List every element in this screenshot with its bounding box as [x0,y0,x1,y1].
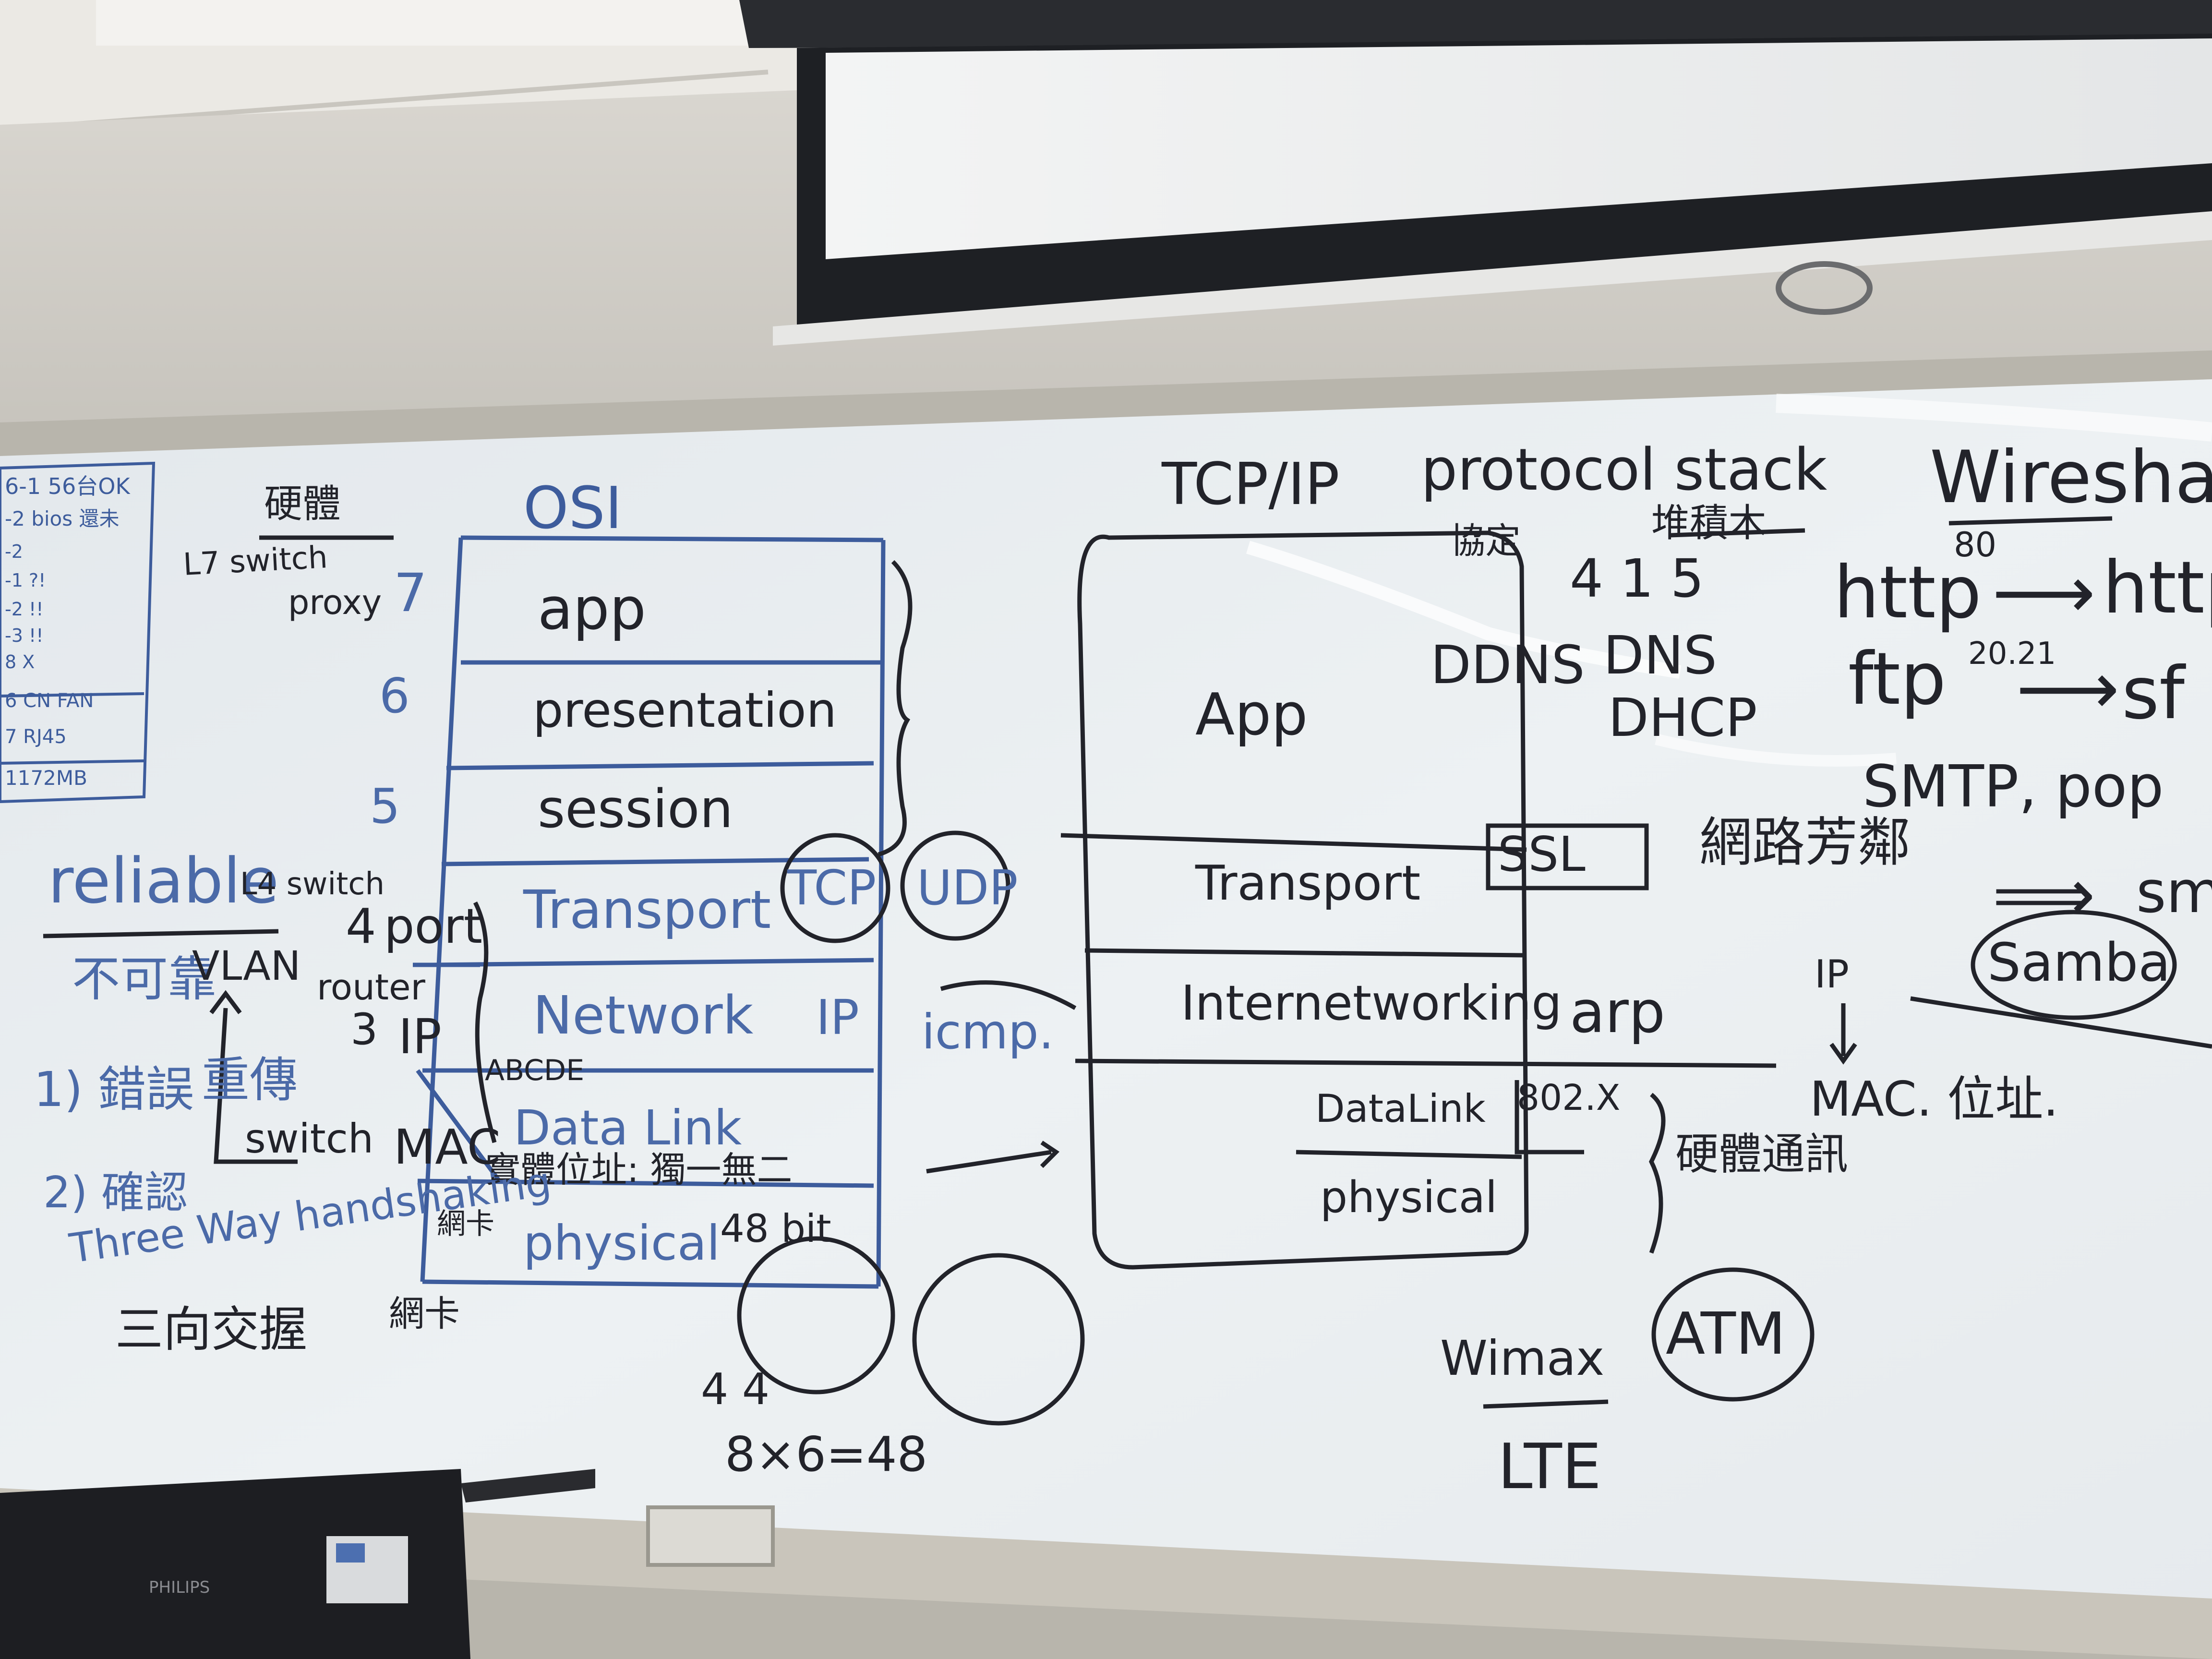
layer-number-6: 6 [379,668,410,724]
reliable-label: reliable [48,844,279,917]
ieee-802-label: 802.X [1517,1077,1621,1118]
atm-label: ATM [1666,1301,1786,1368]
vlan-label: VLAN [192,942,301,989]
dns-label: DNS [1603,625,1717,686]
projector-screen [739,0,2212,346]
layer-number-4: 4 [346,898,376,954]
arrow-smb-icon: ⟹ [1992,854,2096,937]
bits-label: 48 bit [720,1206,831,1251]
layer-number-5: 5 [370,778,400,834]
osi-layer-app: app [538,576,646,643]
ftp-port-label: 20.21 [1968,636,2056,672]
hardware-label: 硬體 [264,481,341,526]
num-415-label: 4 1 5 [1570,548,1704,609]
ddns-label: DDNS [1431,634,1585,696]
tcpip-layer-internetworking: Internetworking [1181,975,1562,1031]
hardware-comm-label: 硬體通訊 [1675,1129,1848,1179]
checklist-line-4: -1 ?! [5,570,46,591]
sftp-label: sf [2122,652,2185,735]
mac-digits-label: 4 4 [701,1364,770,1415]
ssl-label: SSL [1498,826,1586,882]
osi-layer-presentation: presentation [533,682,837,738]
network-neighbor-label: 網路芳鄰 [1699,812,1911,873]
protocol-zh-label: 協定 [1450,520,1521,562]
checklist-line-5: -2 !! [5,599,44,620]
smtp-pop-label: SMTP, pop [1863,754,2164,820]
marker-lines [43,516,2212,1426]
layer-number-3: 3 [350,1004,378,1055]
router-label: router [317,967,425,1008]
arp-label: arp [1570,979,1666,1046]
wireshark-label: Wiresha [1930,436,2212,519]
mac-label: MAC [394,1119,501,1175]
tcpip-title: TCP/IP [1162,451,1340,518]
not-reliable-label: 不可靠 [72,951,216,1007]
samba-label: Samba [1987,932,2171,993]
tcpip-layer-datalink: DataLink [1315,1086,1486,1131]
tcpip-layer-transport: Transport [1195,855,1421,911]
osi-layer-data-link: Data Link [514,1100,742,1156]
arrow-ftp-icon: ⟶ [2016,647,2120,731]
switch-label: switch [245,1115,374,1162]
ip-label: IP [398,1009,442,1065]
abcde-label: ABCDE [485,1054,585,1087]
right-ip-label: IP [1815,952,1849,997]
smb-label: smb [2136,859,2212,926]
l4-switch-label: L4 switch [240,866,385,902]
osi-layer-network: Network [533,985,754,1046]
checklist-line-8: 6 CN FAN [5,690,94,712]
checklist-box [0,461,156,804]
port-label: port [384,898,482,954]
retransmit-label: 重傳 [202,1052,298,1108]
osi-title: OSI [523,475,623,542]
physical-address-label: 實體位址: 獨一無二 [485,1149,793,1190]
udp-circle-label: UDP [917,860,1018,916]
checklist-line-6: -3 !! [5,625,44,646]
ip-circle-label: IP [816,989,859,1046]
mac-address-label: MAC. 位址. [1810,1071,2059,1127]
nic-label: 網卡 [389,1293,460,1334]
checklist-line-9: 7 RJ45 [5,726,67,748]
tcpip-layer-app: App [1195,682,1308,748]
whiteboard [0,350,2212,1659]
checklist-line-3: -2 [5,541,23,562]
nic-short-label: 網卡 [437,1207,494,1241]
osi-layer-session: session [538,778,733,840]
wimax-label: Wimax [1440,1330,1605,1386]
confirm-label: 2) 確認 [43,1167,188,1218]
ftp-label: ftp [1848,637,1947,721]
monitor-brand-label: PHILIPS [149,1578,210,1597]
dhcp-label: DHCP [1608,687,1757,748]
osi-layer-transport: Transport [523,879,771,940]
computer-monitor [0,1469,595,1659]
l7-switch-label: L7 switch [182,540,329,583]
http-port-label: 80 [1954,525,1997,565]
mac-calculation: 8×6=48 [725,1426,928,1482]
checklist-line-7: 8 X [5,651,35,673]
checklist-line-2: -2 bios 還未 [5,507,120,530]
https-label: http [2103,546,2212,630]
osi-layer-physical: physical [523,1215,720,1271]
layer-number-7: 7 [394,562,427,624]
icmp-label: icmp. [922,1004,1054,1060]
tcpip-layer-physical: physical [1320,1172,1497,1223]
three-way-zh-label: 三向交握 [115,1301,307,1358]
proxy-label: proxy [288,583,382,622]
lte-label: LTE [1498,1430,1602,1503]
stack-zh-label: 堆積木 [1651,501,1767,545]
tcp-circle-label: TCP [787,860,877,916]
http-label: http [1834,551,1982,635]
protocol-stack-label: protocol stack [1421,437,1827,504]
checklist-line-10: 1172MB [5,766,87,790]
error-label: 1) 錯誤 [34,1061,194,1118]
arrow-http-icon: ⟶ [1992,551,2096,635]
checklist-line-1: 6-1 56台OK [5,473,130,499]
